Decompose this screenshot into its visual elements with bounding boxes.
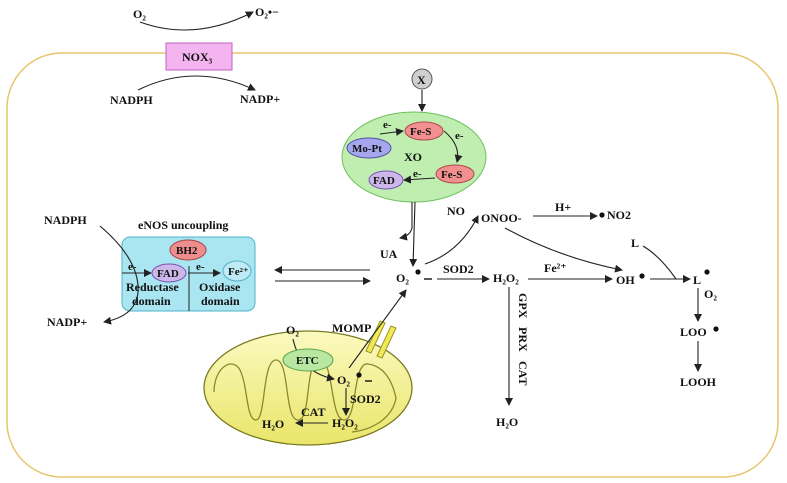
bh2-label: BH2 (176, 245, 198, 257)
nox-o2-arrow (139, 11, 254, 31)
fad-xo (368, 170, 404, 190)
sod2-mito-label: SOD2 (350, 392, 381, 406)
reductase-domain-2: domain (132, 294, 171, 308)
x-label: X (417, 73, 426, 87)
superoxide-mito-dot (356, 372, 362, 378)
loo-radical: LOO (680, 325, 707, 339)
superoxide-center: O₂ (396, 271, 409, 285)
oh-radical: OH (616, 273, 635, 287)
fe-heme (222, 260, 252, 282)
xo-e3: e- (413, 168, 422, 180)
cat-vertical-label: CAT (516, 361, 530, 385)
h2o-center: H₂O (496, 415, 518, 429)
o2-top: O₂ (133, 7, 146, 21)
xo-to-ua-arrow (399, 202, 413, 241)
h2o2-center: H₂O₂ (493, 271, 519, 285)
mopt-label: Mo-Pt (352, 143, 382, 155)
momp-pore (365, 320, 397, 359)
looh-label: LOOH (680, 375, 717, 389)
nadph-through-enos-arrow (99, 225, 139, 325)
nox-nadph-arrow (137, 75, 256, 91)
fes-cluster-1 (404, 121, 444, 141)
onoo-to-oh-arrow (504, 227, 623, 273)
oxidase-domain-1: Oxidase (199, 280, 241, 294)
fes-1-label: Fe-S (410, 126, 431, 138)
fad-enos-label: FAD (157, 268, 179, 280)
nox3-box (165, 42, 233, 71)
prx-label: PRX (516, 327, 530, 352)
onoo-label: ONOO- (481, 211, 522, 225)
o2-right: O₂ (704, 287, 717, 301)
superoxide-center-dot (415, 269, 421, 275)
fad-enos (151, 263, 187, 283)
superoxide-top: O₂•− (255, 5, 279, 19)
xo-e2: e- (455, 130, 464, 142)
h-plus-label: H+ (555, 200, 571, 214)
enos-uncoupling-label: eNOS uncoupling (138, 218, 228, 232)
nadp-left: NADP+ (47, 315, 87, 329)
h2o2-mito: H₂O₂ (332, 416, 358, 430)
fes-to-fes-arrow (443, 130, 463, 163)
l-radical: L (693, 273, 701, 287)
no-label: NO (447, 204, 465, 218)
mopt-cofactor (346, 137, 392, 159)
reductase-domain-1: Reductase (126, 280, 179, 294)
fad-xo-label: FAD (373, 175, 395, 187)
sod2-center-label: SOD2 (443, 262, 474, 276)
nadp-top: NADP+ (240, 92, 280, 106)
l-reactant: L (631, 236, 639, 250)
xo-e1: e- (383, 119, 392, 131)
mopt-to-fes-arrow (379, 127, 404, 136)
fes-2-label: Fe-S (441, 169, 462, 181)
superoxide-mito: O₂ (337, 373, 350, 387)
h2o-mito: H₂O (262, 417, 284, 431)
momp-to-superoxide-arrow (348, 289, 407, 369)
fes-cluster-2 (435, 164, 475, 184)
fe-heme-label: Fe²⁺ (228, 266, 249, 278)
l-radical-dot (704, 269, 710, 275)
mitochondrion-cristae (213, 359, 397, 433)
fes-to-fad-arrow (403, 175, 436, 184)
xo-to-superoxide-arrow (409, 201, 418, 267)
x-node (411, 68, 433, 90)
nadph-left: NADPH (44, 213, 87, 227)
no2-dot (599, 212, 605, 218)
superoxide-to-onoo-arrow (424, 215, 479, 265)
oxidase-domain-2: domain (201, 294, 240, 308)
momp-label: MOMP (332, 321, 371, 335)
bh2-cofactor (169, 239, 207, 261)
ua-label: UA (380, 247, 398, 261)
oh-radical-dot (639, 273, 645, 279)
enos-e2: e- (196, 261, 205, 273)
l-join-curve (642, 245, 677, 280)
etc-label: ETC (296, 355, 319, 367)
no2-label: NO2 (607, 208, 631, 222)
nox3-label: NOX₃ (182, 50, 213, 64)
cat-mito-label: CAT (301, 405, 325, 419)
fe2-center-label: Fe²⁺ (544, 261, 567, 275)
o2-mito: O₂ (286, 323, 299, 337)
nadph-top: NADPH (110, 93, 153, 107)
etc-complex (282, 348, 334, 372)
enos-e1: e- (128, 261, 137, 273)
xo-label: XO (404, 150, 422, 164)
cell-membrane (6, 52, 779, 478)
gpx-label: GPX (516, 293, 530, 319)
loo-radical-dot (713, 326, 719, 332)
